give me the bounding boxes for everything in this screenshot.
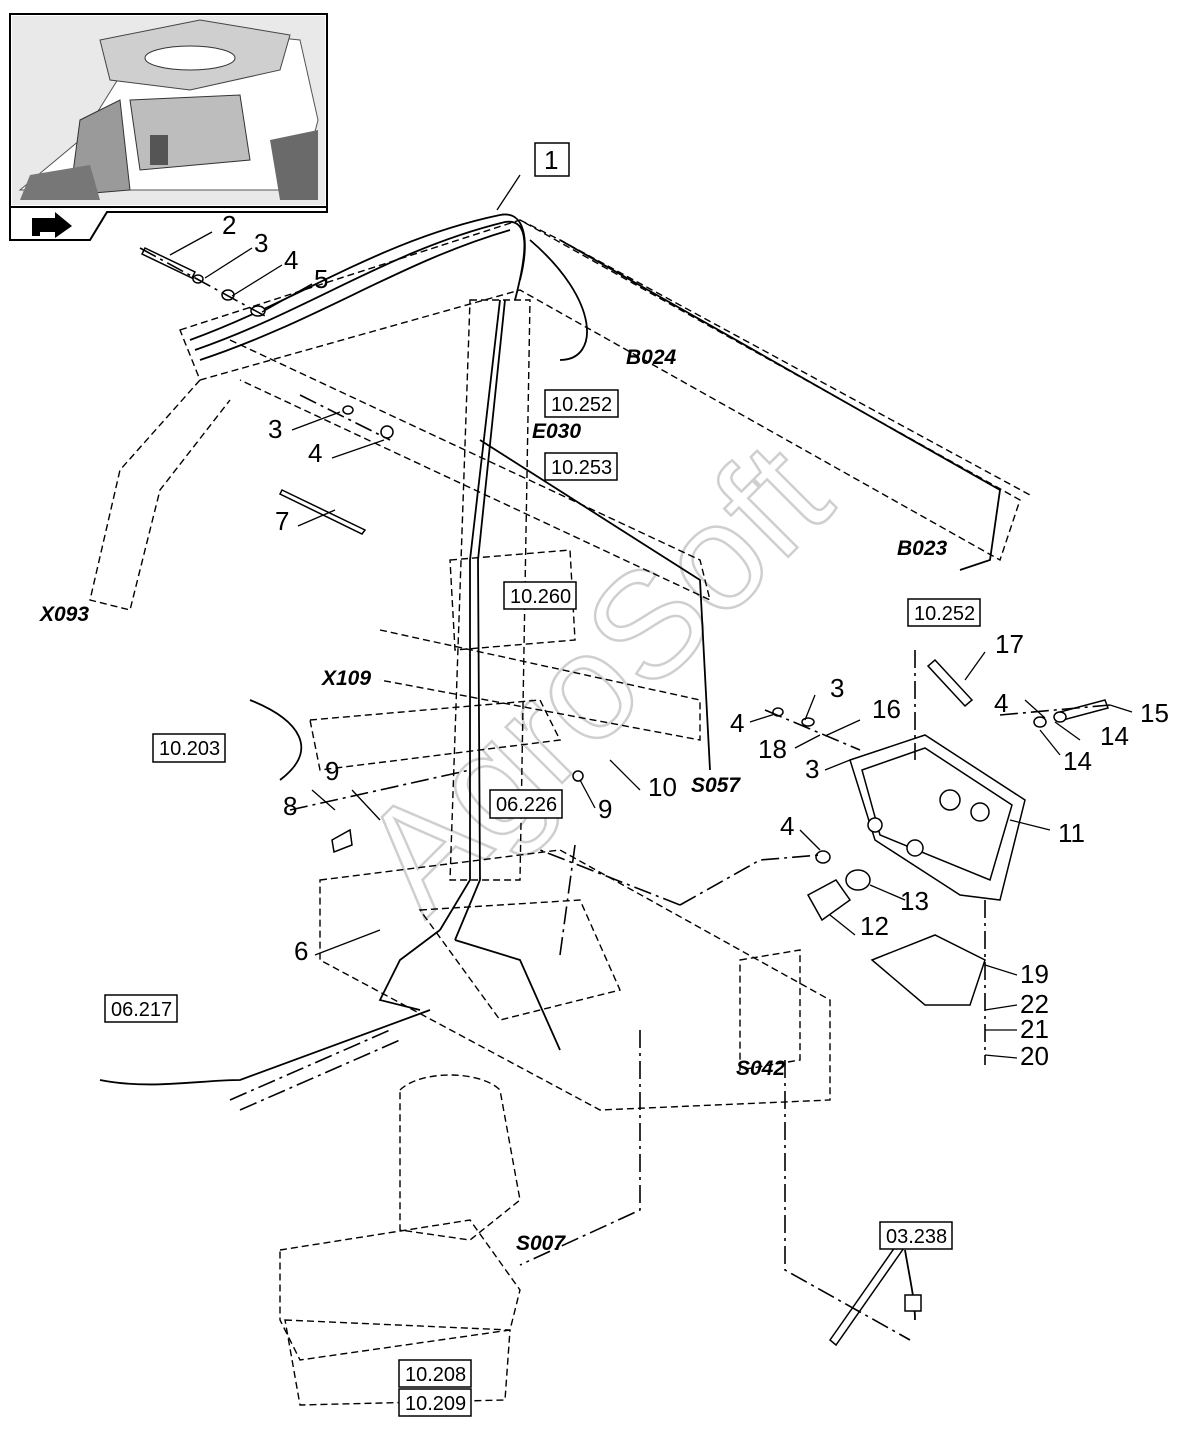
item-label: 6 xyxy=(294,936,308,966)
connector-code: S007 xyxy=(516,1232,566,1255)
reference-box: 10.203 xyxy=(159,738,220,760)
storage-tray xyxy=(849,734,1026,901)
reference-box: 03.238 xyxy=(886,1226,947,1248)
item-label: 10 xyxy=(648,772,677,802)
reference-box: 10.208 xyxy=(405,1364,466,1386)
inset-view xyxy=(9,13,328,241)
item-label: 19 xyxy=(1020,959,1049,989)
assembly-lines xyxy=(139,247,1111,1341)
item-1-box xyxy=(534,142,570,177)
item-label: 18 xyxy=(758,734,787,764)
item-label: 17 xyxy=(995,629,1024,659)
watermark: AgroSoft xyxy=(329,411,861,943)
connector-code: X093 xyxy=(39,603,89,626)
item-label: 14 xyxy=(1063,746,1092,776)
item-label: 12 xyxy=(860,911,889,941)
item-number-labels: 1 2 3 4 5 3 4 7 17 4 15 3 4 16 14 14 18 … xyxy=(222,142,1169,1071)
item-label: 1 xyxy=(544,145,558,175)
item-label: 4 xyxy=(994,688,1008,718)
item-label: 21 xyxy=(1020,1014,1049,1044)
connector-code: X109 xyxy=(321,667,371,690)
item-label: 22 xyxy=(1020,989,1049,1019)
reference-box: 10.252 xyxy=(914,603,975,625)
connector-code-labels: B024 E030 B023 X093 X109 S057 S042 S007 xyxy=(39,346,948,1255)
arrow-right-icon xyxy=(32,212,72,238)
floor-mat xyxy=(870,934,986,1006)
reference-box: 06.217 xyxy=(111,999,172,1021)
item-label: 2 xyxy=(222,210,236,240)
item-label: 3 xyxy=(805,754,819,784)
connector-code: B024 xyxy=(626,346,677,369)
reference-box: 06.226 xyxy=(496,794,557,816)
reference-boxes: 10.252 10.253 10.260 10.252 10.203 06.22… xyxy=(104,389,981,1417)
item-label: 20 xyxy=(1020,1041,1049,1071)
item-label: 3 xyxy=(830,673,844,703)
reference-box: 10.252 xyxy=(551,394,612,416)
item-label: 9 xyxy=(598,794,612,824)
item-label: 15 xyxy=(1140,698,1169,728)
reference-box: 10.260 xyxy=(510,586,571,608)
reference-box: 10.253 xyxy=(551,457,612,479)
connector-code: S057 xyxy=(691,774,741,797)
item-label: 4 xyxy=(730,708,744,738)
reference-box: 10.209 xyxy=(405,1393,466,1415)
item-label: 11 xyxy=(1058,818,1085,848)
connector-code: E030 xyxy=(532,420,581,443)
connector-code: S042 xyxy=(736,1057,785,1080)
item-label: 3 xyxy=(268,414,282,444)
item-label: 14 xyxy=(1100,721,1129,751)
leader-lines xyxy=(169,174,1133,1059)
item-label: 4 xyxy=(308,438,322,468)
item-label: 4 xyxy=(780,811,794,841)
item-label: 8 xyxy=(283,791,297,821)
item-label: 3 xyxy=(254,228,268,258)
cab-frame xyxy=(89,219,1031,1111)
item-label: 13 xyxy=(900,886,929,916)
seat-switch xyxy=(828,1238,922,1347)
item-label: 7 xyxy=(275,506,289,536)
main-harness xyxy=(99,213,1001,1086)
item-label: 9 xyxy=(325,756,339,786)
item-label: 4 xyxy=(284,245,298,275)
seat xyxy=(279,1074,521,1406)
item-label: 5 xyxy=(314,264,328,294)
item-label: 16 xyxy=(872,694,901,724)
connector-code: B023 xyxy=(897,537,948,560)
